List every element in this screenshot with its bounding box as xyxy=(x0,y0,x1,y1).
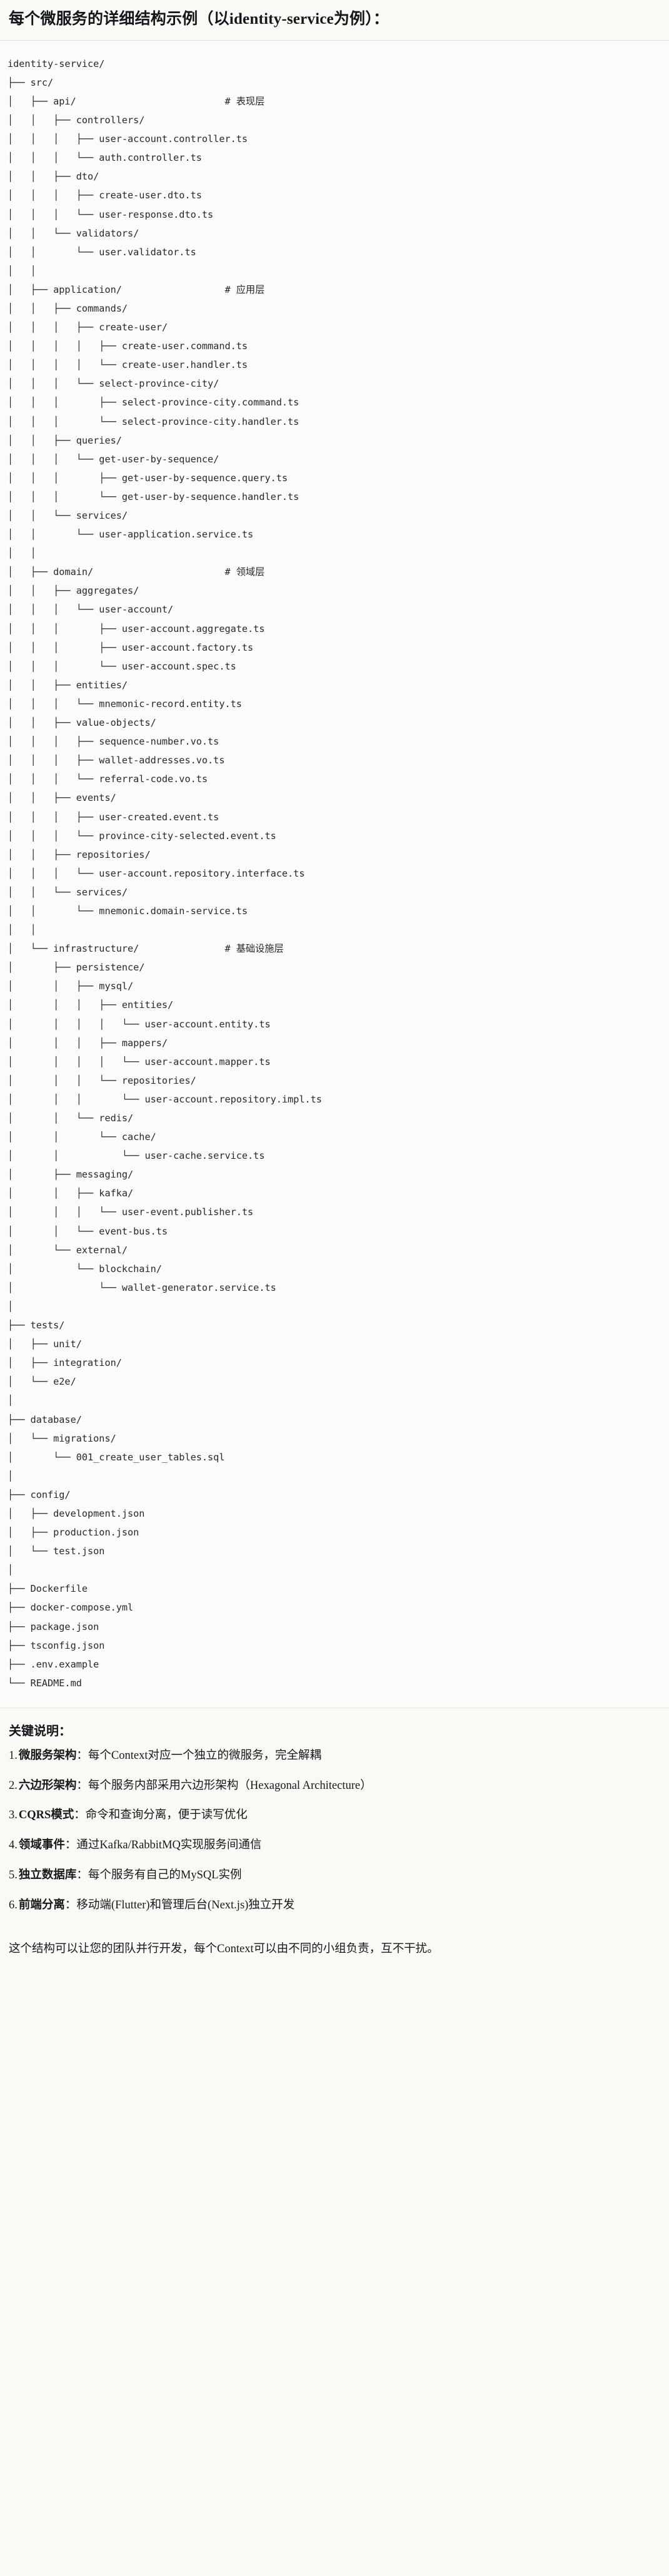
list-item-description: 每个Context对应一个独立的微服务，完全解耦 xyxy=(88,1749,321,1762)
list-item-description: 每个服务有自己的MySQL实例 xyxy=(88,1868,242,1881)
list-item: 3. CQRS模式 ： 命令和查询分离，便于读写优化 xyxy=(9,1807,660,1825)
list-item-term: 领域事件 xyxy=(18,1839,65,1852)
list-item-term: 微服务架构 xyxy=(18,1749,77,1762)
list-item-separator: ： xyxy=(64,1839,77,1852)
list-item-separator: ： xyxy=(76,1868,88,1881)
closing-paragraph: 这个结构可以让您的团队并行开发，每个Context可以由不同的小组负责，互不干扰… xyxy=(9,1943,439,1956)
code-block: identity-service/ ├── src/ │ ├── api/ # … xyxy=(0,39,669,1708)
list-item-term: 独立数据库 xyxy=(18,1868,77,1881)
list-item-description: 每个服务内部采用六边形架构（Hexagonal Architecture） xyxy=(88,1779,372,1792)
list-item-term: 前端分离 xyxy=(18,1898,65,1912)
list-item: 6. 前端分离 ： 移动端(Flutter)和管理后台(Next.js)独立开发 xyxy=(9,1897,660,1915)
list-item-number: 4. xyxy=(9,1839,18,1852)
directory-tree: identity-service/ ├── src/ │ ├── api/ # … xyxy=(8,58,322,1689)
list-item-number: 2. xyxy=(9,1779,18,1792)
list-item-number: 6. xyxy=(9,1898,18,1912)
document-page: 每个微服务的详细结构示例（以identity-service为例）： ident… xyxy=(0,11,669,1956)
list-item-description: 移动端(Flutter)和管理后台(Next.js)独立开发 xyxy=(76,1898,295,1912)
key-points-section: 关键说明： 1. 微服务架构 ： 每个Context对应一个独立的微服务，完全解… xyxy=(0,1708,669,1932)
list-item-term: CQRS模式 xyxy=(18,1809,74,1822)
list-item-separator: ： xyxy=(64,1898,77,1912)
page-title: 每个微服务的详细结构示例（以identity-service为例）： xyxy=(9,11,390,28)
list-item: 2. 六边形架构 ： 每个服务内部采用六边形架构（Hexagonal Archi… xyxy=(9,1778,660,1795)
list-item-number: 3. xyxy=(9,1809,18,1822)
list-item-separator: ： xyxy=(74,1809,86,1822)
list-item-description: 命令和查询分离，便于读写优化 xyxy=(85,1809,248,1822)
key-points-list: 1. 微服务架构 ： 每个Context对应一个独立的微服务，完全解耦 2. 六… xyxy=(9,1748,660,1915)
list-item-separator: ： xyxy=(76,1749,88,1762)
list-item: 1. 微服务架构 ： 每个Context对应一个独立的微服务，完全解耦 xyxy=(9,1748,660,1765)
list-item: 4. 领域事件 ： 通过Kafka/RabbitMQ实现服务间通信 xyxy=(9,1837,660,1855)
list-item-description: 通过Kafka/RabbitMQ实现服务间通信 xyxy=(76,1839,262,1852)
list-item-number: 5. xyxy=(9,1868,18,1881)
list-item-number: 1. xyxy=(9,1749,18,1762)
list-item-term: 六边形架构 xyxy=(18,1779,77,1792)
list-item: 5. 独立数据库 ： 每个服务有自己的MySQL实例 xyxy=(9,1867,660,1885)
list-item-separator: ： xyxy=(76,1779,88,1792)
key-points-title: 关键说明： xyxy=(9,1724,71,1738)
